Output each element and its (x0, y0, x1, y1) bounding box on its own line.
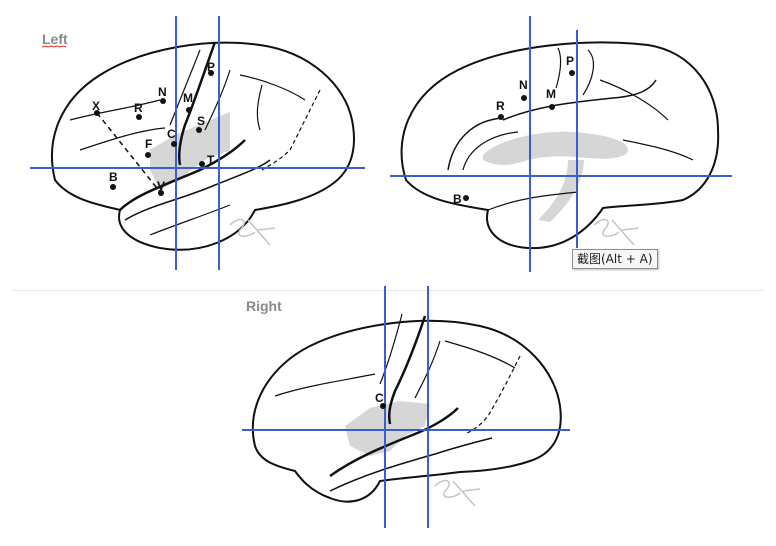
parieto-occipital-dashed (261, 89, 321, 171)
right-precentral-sulcus (379, 313, 403, 385)
right-panel-title: Right (246, 298, 282, 314)
lateral-sulcus (119, 139, 246, 211)
point-x-label: X (92, 99, 100, 113)
medial-point-b-label: B (453, 192, 462, 206)
calcarine-sulcus (622, 139, 694, 161)
inferior-frontal-sulcus (79, 127, 166, 151)
right-intraparietal-sulcus (444, 340, 516, 369)
point-m-dot (186, 107, 192, 113)
precentral-sulcus (169, 49, 201, 126)
signature-watermark-icon (593, 218, 640, 246)
right-frontal-sulcus (274, 373, 376, 397)
screenshot-tooltip: 截图(Alt + A) (572, 249, 658, 269)
point-t-dot (199, 161, 205, 167)
shaded-region (150, 112, 230, 190)
point-v-label: V (157, 179, 165, 193)
medial-point-r-dot (498, 114, 504, 120)
point-s-dot (196, 127, 202, 133)
frontal-sulcus (69, 99, 161, 121)
point-f-label: F (145, 137, 152, 151)
point-c-dot (171, 141, 177, 147)
right-lateral-panel: Right C (230, 286, 590, 542)
point-c-label: C (167, 127, 176, 141)
point-n-dot (160, 98, 166, 104)
right-parieto-occipital-dashed (464, 355, 521, 435)
right-points: C (375, 391, 386, 409)
point-s-label: S (197, 114, 205, 128)
point-r-dot (136, 114, 142, 120)
cingulate-sulcus-front (447, 117, 504, 171)
right-central-sulcus (387, 315, 427, 425)
left-panel-title: Left (42, 31, 68, 47)
panel-divider (12, 290, 764, 291)
medial-panel: P N M R B (388, 0, 776, 280)
temporal-sulcus-2 (149, 204, 231, 236)
point-b-label: B (109, 170, 118, 184)
right-lateral-diagram: Right C (242, 286, 570, 528)
signature-watermark-icon (229, 218, 276, 246)
point-b-dot (110, 184, 116, 190)
point-f-dot (145, 152, 151, 158)
marginal-sulcus (582, 49, 595, 96)
point-n-label: N (158, 85, 167, 99)
point-t-label: T (207, 153, 215, 167)
medial-brain-outline (400, 41, 720, 250)
point-v-dot (158, 190, 164, 196)
x-v-dashed-line (96, 112, 161, 193)
left-lateral-diagram: Left X R N M P S C F T (30, 16, 365, 270)
medial-point-p-dot (569, 70, 575, 76)
spellcheck-underline (41, 45, 67, 48)
right-brain-outline (251, 319, 562, 503)
medial-point-b-dot (463, 195, 469, 201)
left-lateral-panel: Left X R N M P S C F T (0, 0, 380, 280)
right-lateral-sulcus (329, 407, 459, 478)
medial-point-n-label: N (519, 78, 528, 92)
parieto-occipital-sulcus (599, 79, 669, 121)
right-shaded-region (345, 401, 430, 456)
point-p-label: P (207, 60, 215, 74)
right-point-c-dot (380, 403, 386, 409)
medial-point-r-label: R (496, 99, 505, 113)
medial-diagram: P N M R B (390, 16, 732, 272)
callosal-sulcus (462, 131, 519, 171)
postcentral-sulcus (204, 69, 231, 131)
point-m-label: M (183, 91, 193, 105)
right-point-c-label: C (375, 391, 384, 405)
point-r-label: R (134, 101, 143, 115)
right-temporal-sulcus (329, 437, 493, 492)
central-sulcus (177, 41, 217, 166)
paracentral-sulcus (555, 47, 562, 89)
lateral-points: X R N M P S C F T B V (92, 60, 215, 196)
medial-point-p-label: P (566, 54, 574, 68)
corpus-callosum (483, 131, 628, 165)
point-p-dot (208, 70, 214, 76)
medial-point-m-dot (549, 104, 555, 110)
intraparietal-sulcus (239, 74, 306, 101)
point-x-dot (94, 110, 100, 116)
medial-points: P N M R B (453, 54, 575, 206)
medial-point-m-label: M (546, 87, 556, 101)
medial-point-n-dot (521, 95, 527, 101)
signature-watermark-icon (434, 479, 481, 507)
collateral-sulcus (487, 191, 579, 211)
parietal-sulcus (256, 84, 263, 131)
